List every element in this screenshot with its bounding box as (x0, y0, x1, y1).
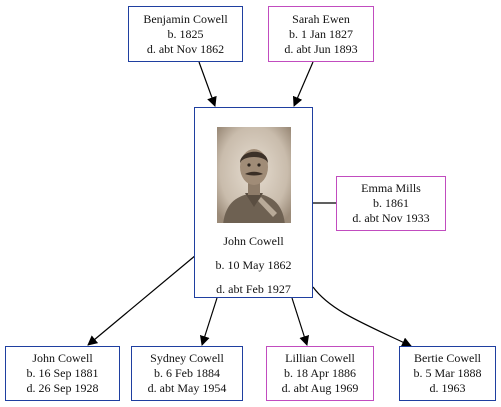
focus-person-name: John Cowell (223, 234, 284, 248)
child-death: d. abt May 1954 (147, 381, 227, 395)
child-birth: b. 18 Apr 1886 (284, 366, 356, 380)
spouse-death: d. abt Nov 1933 (352, 211, 430, 225)
edge-person-to-child-1 (87, 254, 197, 346)
child-death: d. 1963 (429, 381, 466, 395)
child-birth: b. 6 Feb 1884 (154, 366, 220, 380)
child-node-4[interactable]: Bertie Cowell b. 5 Mar 1888 d. 1963 (399, 346, 496, 401)
child-name: John Cowell (32, 351, 93, 365)
child-node-2[interactable]: Sydney Cowell b. 6 Feb 1884 d. abt May 1… (131, 346, 243, 401)
focus-person-death: d. abt Feb 1927 (216, 282, 291, 296)
child-node-3[interactable]: Lillian Cowell b. 18 Apr 1886 d. abt Aug… (266, 346, 374, 401)
mother-name: Sarah Ewen (292, 11, 350, 26)
child-name: Bertie Cowell (414, 351, 481, 365)
child-birth: b. 5 Mar 1888 (413, 366, 482, 380)
mother-death: d. abt Jun 1893 (284, 41, 358, 56)
portrait-photo (216, 127, 291, 223)
father-name: Benjamin Cowell (143, 11, 228, 26)
mother-birth: b. 1 Jan 1827 (289, 26, 353, 41)
father-node[interactable]: Benjamin Cowell b. 1825 d. abt Nov 1862 (128, 6, 243, 62)
edge-father-to-person (198, 61, 217, 107)
spouse-birth: b. 1861 (373, 196, 409, 210)
child-death: d. abt Aug 1969 (281, 381, 359, 395)
focus-person-birth: b. 10 May 1862 (215, 258, 292, 272)
child-death: d. 26 Sep 1928 (26, 381, 99, 395)
child-node-1[interactable]: John Cowell b. 16 Sep 1881 d. 26 Sep 192… (5, 346, 120, 401)
edge-person-to-child-2 (199, 297, 218, 346)
edge-mother-to-person (292, 61, 314, 107)
spouse-node[interactable]: Emma Mills b. 1861 d. abt Nov 1933 (336, 176, 446, 231)
edge-person-to-child-3 (291, 297, 310, 346)
father-death: d. abt Nov 1862 (146, 41, 225, 56)
focus-person-node[interactable]: John Cowell b. 10 May 1862 d. abt Feb 19… (194, 107, 313, 298)
father-birth: b. 1825 (167, 26, 204, 41)
child-birth: b. 16 Sep 1881 (26, 366, 99, 380)
spouse-name: Emma Mills (361, 181, 421, 195)
edge-person-to-child-4 (312, 286, 412, 347)
child-name: Lillian Cowell (285, 351, 355, 365)
child-name: Sydney Cowell (150, 351, 224, 365)
portrait-image-icon (216, 127, 291, 223)
mother-node[interactable]: Sarah Ewen b. 1 Jan 1827 d. abt Jun 1893 (268, 6, 374, 62)
